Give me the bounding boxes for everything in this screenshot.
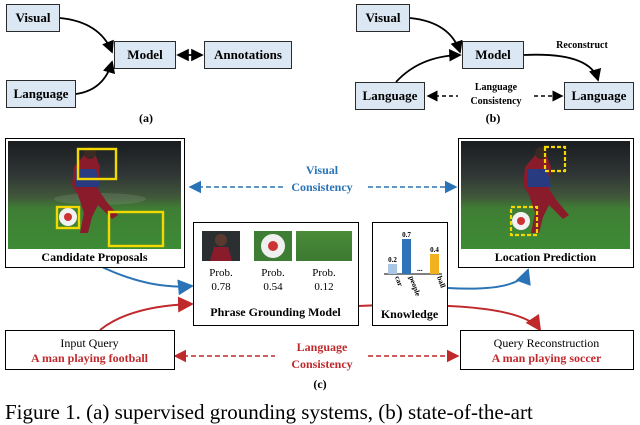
knowledge-data-label-car: 0.2: [388, 256, 397, 264]
query-reconstruction-box: Query Reconstruction A man playing socce…: [460, 330, 634, 370]
prob-value-2: 0.54: [263, 281, 283, 293]
visual-consistency-line2: Consistency: [291, 180, 353, 194]
knowledge-bar-people: [402, 239, 411, 274]
phrase-grounding-model-panel: Prob. 0.78 Prob. 0.54 Prob. 0.12 Phrase …: [193, 222, 359, 326]
language-consistency-b-2: Consistency: [470, 96, 522, 107]
knowledge-bar-ball: [430, 254, 439, 274]
location-prediction-panel: Location Prediction: [458, 138, 634, 268]
soccer-photo-prediction: [461, 141, 630, 249]
knowledge-tick-ball: ball: [435, 275, 446, 289]
proposal-thumbnail-grass: [296, 231, 352, 261]
proposal-thumbnail-ball: [254, 231, 292, 261]
language-box-a: Language: [6, 80, 76, 108]
language-box-b-left: Language: [355, 82, 425, 110]
panel-c-label: (c): [313, 377, 327, 391]
model-box-b: Model: [462, 41, 524, 69]
knowledge-bar-car: [388, 264, 397, 274]
input-query-title: Input Query: [60, 336, 119, 350]
figure-caption: Figure 1. (a) supervised grounding syste…: [5, 400, 533, 424]
candidate-proposals-panel: Candidate Proposals: [5, 138, 185, 268]
model-label: Model: [475, 47, 511, 62]
annotations-label: Annotations: [214, 47, 282, 62]
reconstruct-label: Reconstruct: [556, 40, 608, 51]
panel-a-label: (a): [139, 111, 153, 125]
soccer-photo-proposals: [8, 141, 181, 249]
visual-consistency-line1: Visual: [305, 163, 339, 177]
language-consistency-c-2: Consistency: [291, 357, 353, 371]
panel-b-label: (b): [485, 111, 501, 125]
proposal-thumbnail-person: [202, 231, 240, 261]
soccer-scene-illustration: [54, 147, 165, 248]
query-reconstruction-text: A man playing soccer: [491, 351, 602, 365]
knowledge-tick-ellipsis: ...: [417, 264, 423, 273]
prob-label-3: Prob.: [312, 267, 336, 279]
knowledge-tick-people: people: [407, 275, 423, 298]
language-label: Language: [571, 88, 627, 103]
prob-value-1: 0.78: [211, 281, 231, 293]
prob-label-1: Prob.: [209, 267, 233, 279]
location-prediction-title: Location Prediction: [494, 250, 597, 264]
model-box-a: Model: [114, 41, 176, 69]
knowledge-title: Knowledge: [380, 307, 439, 321]
query-reconstruction-title: Query Reconstruction: [493, 336, 600, 350]
visual-label: Visual: [365, 10, 401, 25]
model-label: Model: [127, 47, 163, 62]
visual-box-a: Visual: [6, 4, 60, 32]
input-query-box: Input Query A man playing football: [5, 330, 175, 370]
visual-label: Visual: [15, 10, 51, 25]
candidate-proposals-title: Candidate Proposals: [41, 250, 148, 264]
language-box-b-right: Language: [564, 82, 634, 110]
visual-box-b: Visual: [356, 4, 410, 32]
language-consistency-c-1: Language: [296, 340, 348, 354]
prob-label-2: Prob.: [261, 267, 285, 279]
knowledge-bar-chart: 0.2 car 0.7 people... 0.4 ball: [384, 231, 446, 298]
knowledge-panel: 0.2 car 0.7 people... 0.4 ball Knowledge: [372, 222, 448, 326]
soccer-scene-illustration: [509, 145, 569, 237]
annotations-box: Annotations: [204, 41, 292, 69]
prob-value-3: 0.12: [314, 281, 334, 293]
language-label: Language: [362, 88, 418, 103]
phrase-grounding-model-title: Phrase Grounding Model: [210, 305, 341, 319]
knowledge-tick-car: car: [393, 275, 405, 288]
knowledge-data-label-ball: 0.4: [430, 246, 439, 254]
knowledge-data-label-people: 0.7: [402, 231, 411, 239]
language-consistency-b-1: Language: [474, 82, 518, 93]
input-query-text: A man playing football: [30, 351, 149, 365]
language-label: Language: [13, 86, 69, 101]
